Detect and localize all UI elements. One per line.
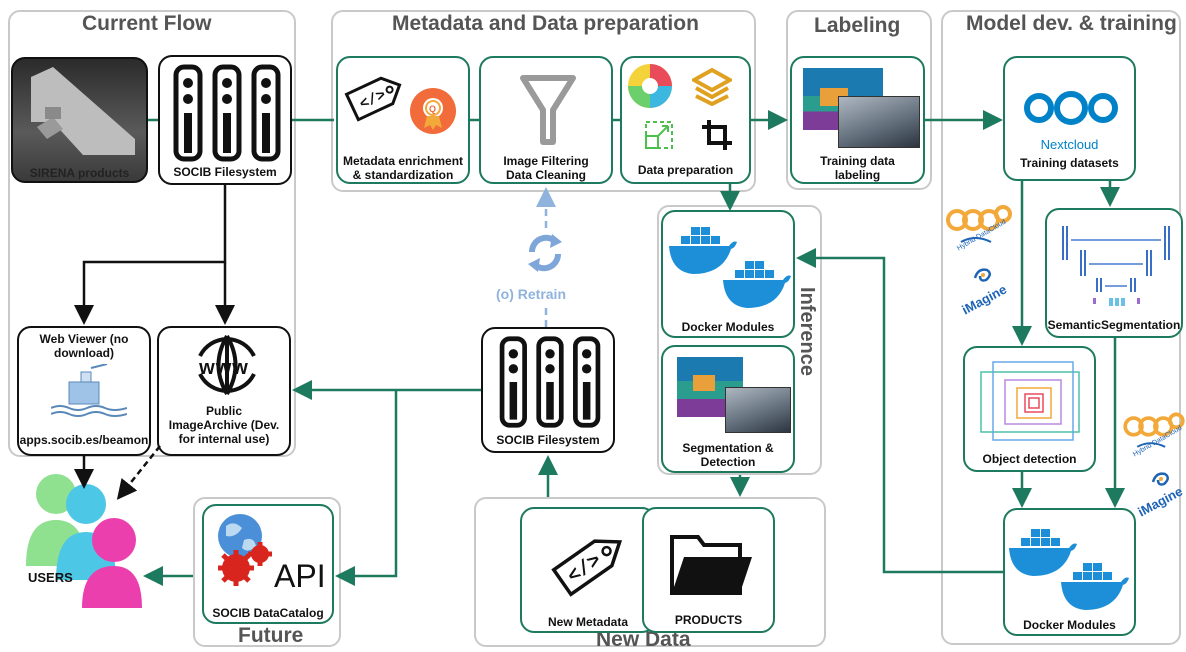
nextcloud-logo-icon: [1024, 91, 1118, 125]
label-datacatalog: SOCIB DataCatalog: [212, 606, 324, 620]
card-public-imagearchive: www Public ImageArchive (Dev. for intern…: [157, 326, 291, 456]
unet-architecture-icon: [1062, 226, 1170, 306]
card-metadata-enrichment: </> Q Metadata enrichment & standardizat…: [336, 56, 470, 184]
nextcloud-wordmark: Nextcloud: [1040, 137, 1099, 152]
label-products: PRODUCTS: [674, 613, 743, 627]
sirena-camera-icon: [31, 67, 135, 155]
docker-whale-icon: [1009, 529, 1077, 576]
label-training-labeling: Training data labeling: [792, 154, 923, 182]
card-training-datasets: Nextcloud Training datasets: [1003, 56, 1136, 181]
label-data-preparation: Data preparation: [637, 163, 734, 177]
api-glyph: API: [274, 558, 326, 594]
card-new-metadata: </> New Metadata: [520, 507, 656, 633]
svg-text:Q: Q: [429, 104, 436, 114]
bounding-boxes-icon: [980, 361, 1080, 441]
deep-hybrid-datacloud-logo-icon: [1123, 412, 1185, 448]
label-seg-detection-1: Segmentation &: [682, 441, 774, 455]
group-title-current-flow: Current Flow: [82, 12, 212, 35]
photo-image: [725, 387, 791, 433]
label-public-imagearchive: Public ImageArchive (Dev. for internal u…: [159, 404, 289, 446]
users-icon: [26, 474, 142, 608]
segmentation-overlay-b: [693, 375, 715, 391]
card-datacatalog: API SOCIB DataCatalog: [202, 504, 334, 624]
card-sirena-products: SIRENA products: [11, 57, 148, 183]
label-seg-detection-2: Detection: [700, 455, 756, 469]
label-docker-inference: Docker Modules: [681, 320, 775, 334]
label-seg-detection: Segmentation & Detection: [663, 441, 793, 469]
group-title-labeling: Labeling: [814, 14, 901, 37]
label-image-filtering-1: Image Filtering: [503, 154, 589, 168]
label-web-viewer-1: Web Viewer (no: [39, 332, 129, 346]
folder-icon: [670, 535, 752, 595]
group-title-new-data: New Data: [596, 628, 691, 651]
label-image-filtering-2: Data Cleaning: [505, 168, 586, 182]
label-image-filtering: Image Filtering Data Cleaning: [481, 154, 611, 182]
crop-icon: [702, 120, 732, 150]
globe-www-icon: [198, 334, 256, 396]
label-socib-filesystem-mid: SOCIB Filesystem: [496, 433, 600, 447]
card-socib-filesystem-mid: SOCIB Filesystem: [481, 327, 615, 453]
label-new-metadata: New Metadata: [547, 615, 629, 629]
card-products: PRODUCTS: [642, 507, 775, 633]
label-metadata-enrichment: Metadata enrichment & standardization: [338, 154, 468, 182]
docker-whale-icon: [669, 227, 737, 274]
label-object-detection: Object detection: [982, 452, 1077, 466]
docker-whale-icon: [1061, 563, 1129, 610]
label-public-imagearchive-2: ImageArchive (Dev.: [168, 418, 280, 432]
retrain-cycle-icon: [528, 234, 562, 272]
metadata-tag-icon: </>: [551, 539, 623, 597]
card-docker-inference: Docker Modules: [661, 210, 795, 338]
quality-badge-icon: Q: [410, 88, 456, 134]
label-web-viewer: Web Viewer (no download): [19, 332, 149, 360]
imagine-swirl-icon: [1151, 472, 1169, 486]
imagine-swirl-icon: [973, 268, 991, 282]
group-title-model-dev: Model dev. & training: [966, 12, 1177, 35]
filter-funnel-icon: [520, 75, 576, 145]
card-socib-filesystem-top: SOCIB Filesystem: [158, 55, 292, 185]
card-seg-detection: Segmentation & Detection: [661, 345, 795, 473]
layers-icon: [692, 68, 732, 106]
server-icon: [173, 64, 281, 162]
color-wheel-icon: [628, 64, 672, 108]
label-socib-filesystem-top: SOCIB Filesystem: [173, 165, 277, 179]
label-sirena-products: SIRENA products: [29, 166, 130, 180]
card-web-viewer: Web Viewer (no download) apps.socib.es/b…: [17, 326, 151, 456]
group-title-inference: Inference: [795, 287, 818, 376]
label-training-labeling-2: labeling: [834, 168, 881, 182]
resize-icon: [645, 121, 673, 149]
users-group: USERS: [16, 470, 144, 610]
label-public-imagearchive-3: for internal use): [178, 432, 270, 446]
card-semantic-segmentation: SemanticSegmentation: [1045, 208, 1183, 338]
label-users: USERS: [28, 570, 73, 585]
label-web-viewer-url[interactable]: apps.socib.es/beamon: [19, 433, 149, 447]
group-title-metadata-prep: Metadata and Data preparation: [392, 12, 699, 35]
server-icon: [499, 336, 601, 428]
label-web-viewer-2: download): [54, 346, 114, 360]
card-object-detection: Object detection: [963, 346, 1096, 472]
www-glyph: www: [199, 357, 249, 379]
globe-gears-icon: [218, 514, 272, 586]
label-training-labeling-1: Training data: [820, 154, 895, 168]
label-semantic-segmentation: SemanticSegmentation: [1047, 318, 1181, 332]
label-metadata-enrichment-1: Metadata enrichment: [342, 154, 464, 168]
card-training-labeling: Training data labeling: [790, 56, 925, 184]
photo-image: [838, 96, 920, 148]
card-data-preparation: Data preparation: [620, 56, 751, 184]
card-image-filtering: Image Filtering Data Cleaning: [479, 56, 613, 184]
coastal-station-icon: [51, 364, 127, 417]
label-docker-model: Docker Modules: [1023, 618, 1116, 632]
deep-hybrid-datacloud-logo-icon: [946, 205, 1012, 243]
docker-whale-icon: [723, 261, 791, 308]
label-public-imagearchive-1: Public: [205, 404, 242, 418]
label-metadata-enrichment-2: & standardization: [352, 168, 454, 182]
retrain-label: (o) Retrain: [496, 286, 566, 302]
metadata-tag-icon: </>: [344, 76, 402, 122]
group-title-future: Future: [238, 624, 304, 647]
label-training-datasets: Training datasets: [1020, 156, 1119, 170]
card-docker-model: Docker Modules: [1003, 508, 1136, 636]
arrow-fs-to-catalog: [335, 390, 398, 586]
